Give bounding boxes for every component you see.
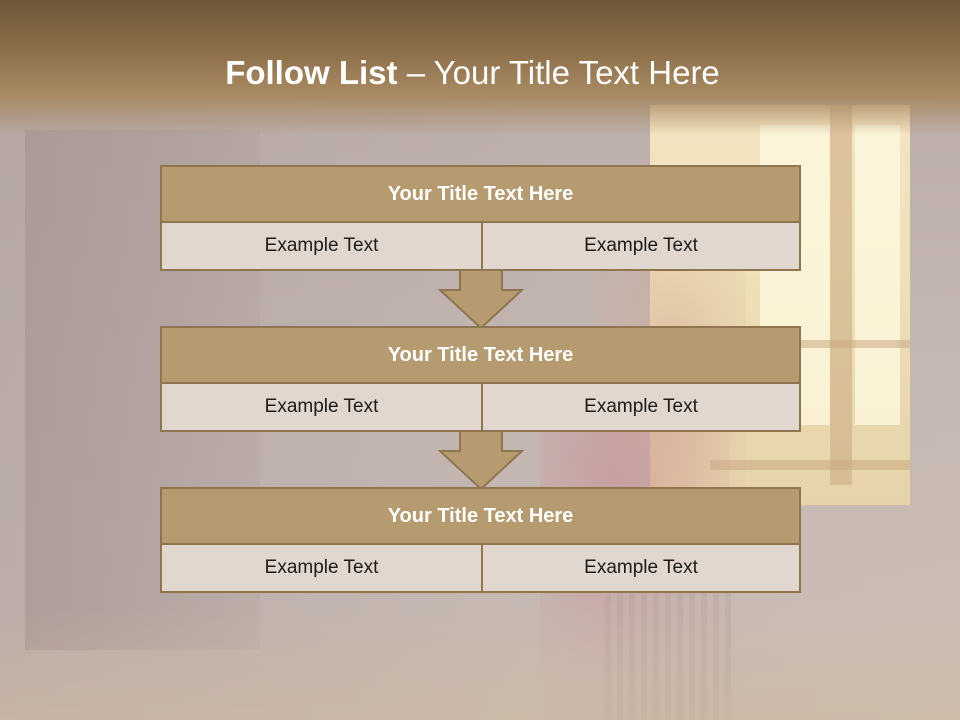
step-cell-right: Example Text (584, 557, 698, 578)
down-arrow-icon (438, 270, 524, 330)
step-box-1: Your Title Text Here Example Text Exampl… (160, 165, 801, 271)
step-cell-left: Example Text (162, 545, 483, 591)
step-title: Your Title Text Here (162, 489, 799, 545)
step-box-3: Your Title Text Here Example Text Exampl… (160, 487, 801, 593)
title-band (0, 0, 960, 135)
step-title: Your Title Text Here (162, 167, 799, 223)
slide-title: Follow List – Your Title Text Here (0, 54, 945, 92)
background-floor (0, 610, 960, 720)
step-cell-right: Example Text (584, 235, 698, 256)
step-title: Your Title Text Here (162, 328, 799, 384)
step-cell-left: Example Text (162, 384, 483, 430)
title-bold: Follow List (225, 54, 398, 91)
title-rest: – Your Title Text Here (397, 54, 720, 91)
step-cell-right: Example Text (584, 396, 698, 417)
down-arrow-icon (438, 431, 524, 491)
step-cell-left: Example Text (162, 223, 483, 269)
step-box-2: Your Title Text Here Example Text Exampl… (160, 326, 801, 432)
